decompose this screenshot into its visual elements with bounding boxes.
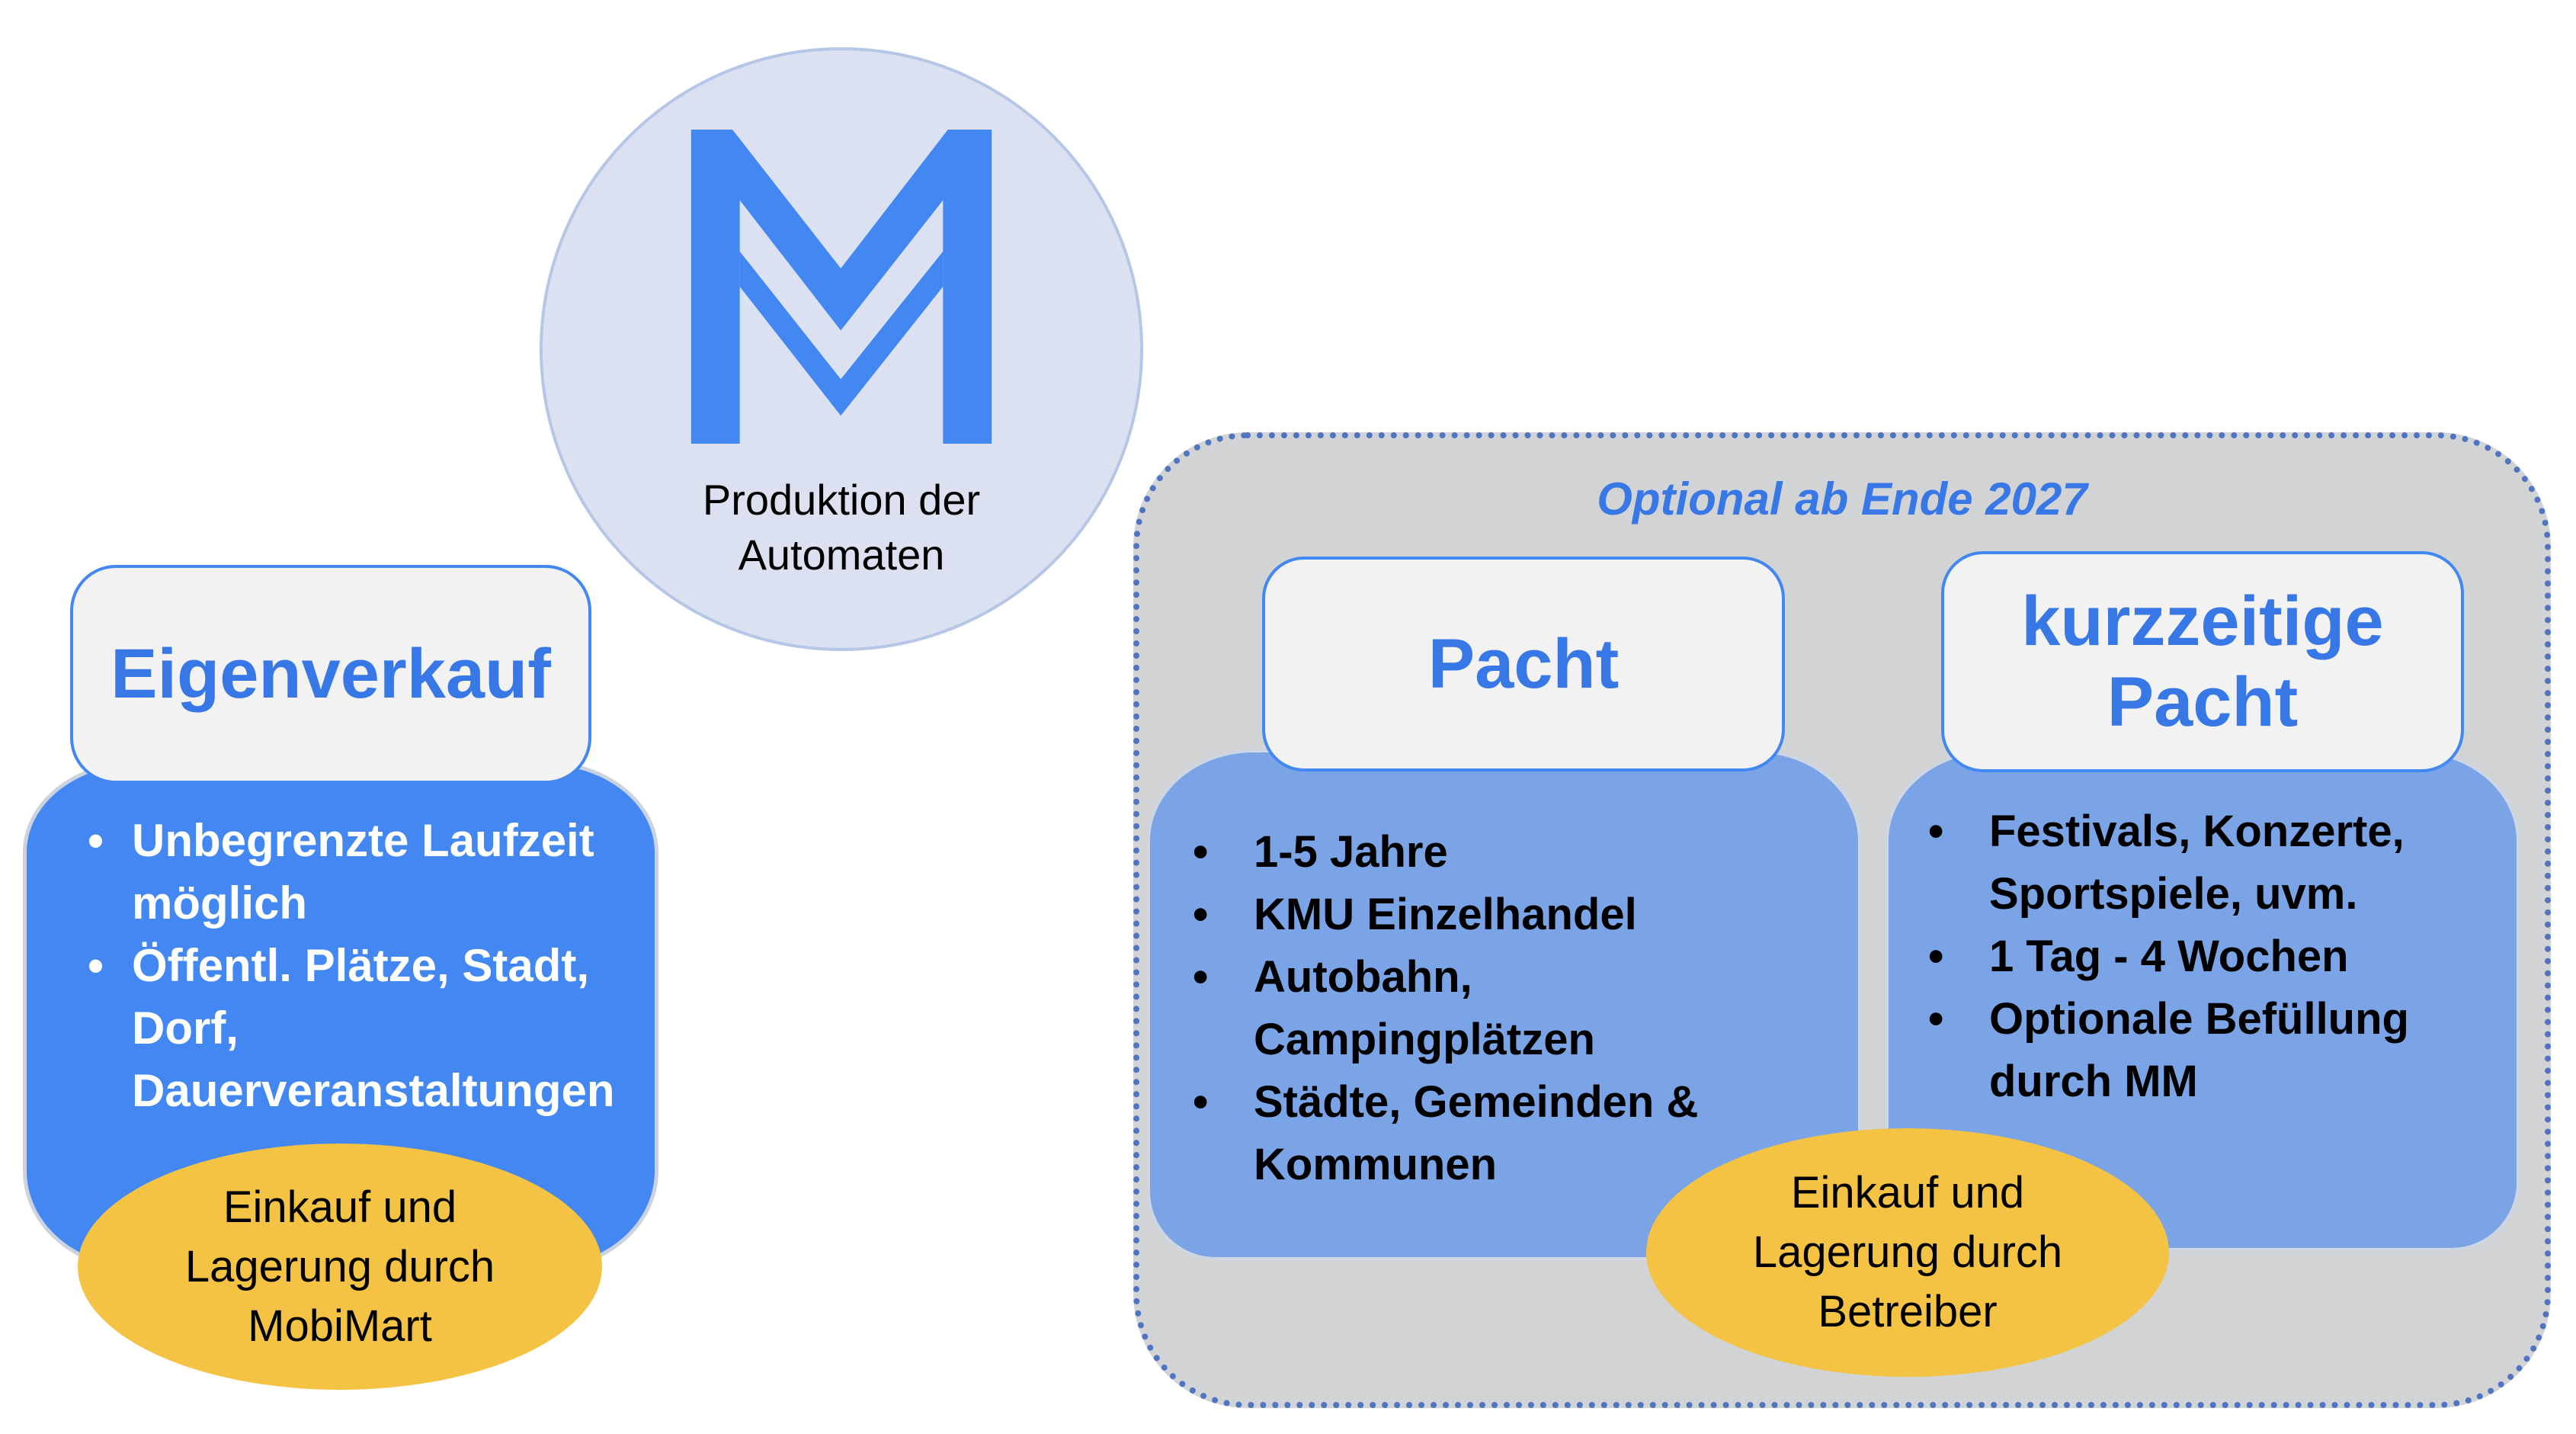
eigenverkauf-bullet-list: • Unbegrenzte Laufzeit möglich • Öffentl… [88, 810, 652, 1122]
list-item-line: Optionale Befüllung [1989, 994, 2409, 1044]
list-item: • KMU Einzelhandel [1193, 884, 1818, 946]
production-circle [540, 47, 1143, 651]
list-item-line: Autobahn, [1254, 952, 1472, 1002]
bullet-icon: • [1193, 827, 1209, 877]
bullet-icon: • [1193, 890, 1209, 939]
eigenverkauf-header: Eigenverkauf [70, 565, 591, 784]
list-item: • Öffentl. Plätze, Stadt, Dorf, Dauerver… [88, 935, 652, 1122]
pacht-bullet-list: • 1-5 Jahre • KMU Einzelhandel • Autobah… [1193, 821, 1818, 1196]
mobimart-m-logo-icon [690, 130, 992, 444]
eigenverkauf-title: Eigenverkauf [111, 635, 551, 713]
pacht-title: Pacht [1427, 625, 1620, 703]
list-item-line: möglich [132, 877, 308, 929]
title-line: kurzzeitige [2021, 582, 2384, 660]
list-item-line: Unbegrenzte Laufzeit [132, 815, 594, 866]
list-item: • Städte, Gemeinden & Kommunen [1193, 1071, 1818, 1196]
list-item: • Festivals, Konzerte, Sportspiele, uvm. [1928, 800, 2515, 926]
ellipse-text-line: Lagerung durch [1752, 1227, 2063, 1277]
list-item: • Optionale Befüllung durch MM [1928, 988, 2515, 1113]
title-line: Pacht [2107, 663, 2299, 741]
kurzzeitige-pacht-bullet-list: • Festivals, Konzerte, Sportspiele, uvm.… [1928, 800, 2515, 1113]
list-item-line: Städte, Gemeinden & [1254, 1077, 1699, 1127]
production-label: Produktion der Automaten [540, 473, 1143, 582]
list-item-line: Dorf, [132, 1003, 239, 1054]
bullet-icon: • [1928, 994, 1944, 1044]
list-item-line: KMU Einzelhandel [1254, 890, 1637, 939]
list-item: • 1-5 Jahre [1193, 821, 1818, 884]
bullet-icon: • [1193, 1077, 1209, 1127]
list-item: • Unbegrenzte Laufzeit möglich [88, 810, 652, 935]
list-item-line: durch MM [1989, 1057, 2198, 1106]
bullet-icon: • [1928, 807, 1944, 856]
list-item-line: Campingplätzen [1254, 1015, 1595, 1064]
ellipse-text-line: Betreiber [1818, 1287, 1998, 1336]
operator-purchase-storage-ellipse: Einkauf und Lagerung durch Betreiber [1646, 1128, 2169, 1377]
ellipse-text-line: Einkauf und [223, 1182, 457, 1232]
list-item-line: 1-5 Jahre [1254, 827, 1448, 877]
bullet-icon: • [1193, 952, 1209, 1002]
logo-m-outer [690, 130, 992, 444]
logo-m-inner-chevron [739, 251, 944, 416]
kurzzeitige-pacht-title: kurzzeitige Pacht [2021, 581, 2383, 743]
list-item-line: Festivals, Konzerte, [1989, 807, 2405, 856]
list-item-line: Dauerveranstaltungen [132, 1065, 615, 1116]
list-item-line: 1 Tag - 4 Wochen [1989, 932, 2349, 981]
ellipse-text-line: Lagerung durch [184, 1241, 495, 1291]
kurzzeitige-pacht-header: kurzzeitige Pacht [1941, 551, 2464, 772]
production-label-line: Produktion der [702, 476, 981, 524]
list-item-line: Öffentl. Plätze, Stadt, [132, 940, 590, 991]
production-label-line: Automaten [738, 531, 945, 579]
optional-title: Optional ab Ende 2027 [1597, 473, 2087, 525]
bullet-icon: • [88, 940, 104, 991]
ellipse-text-line: Einkauf und [1790, 1168, 2025, 1217]
mobimart-purchase-storage-ellipse: Einkauf und Lagerung durch MobiMart [78, 1144, 602, 1390]
list-item-line: Kommunen [1254, 1140, 1497, 1189]
kurzzeitige-pacht-body [1886, 749, 2520, 1251]
list-item: • 1 Tag - 4 Wochen [1928, 926, 2515, 988]
pacht-header: Pacht [1262, 557, 1785, 772]
bullet-icon: • [1928, 932, 1944, 981]
list-item-line: Sportspiele, uvm. [1989, 869, 2358, 919]
ellipse-text-line: MobiMart [248, 1301, 432, 1351]
list-item: • Autobahn, Campingplätzen [1193, 946, 1818, 1071]
bullet-icon: • [88, 815, 104, 866]
